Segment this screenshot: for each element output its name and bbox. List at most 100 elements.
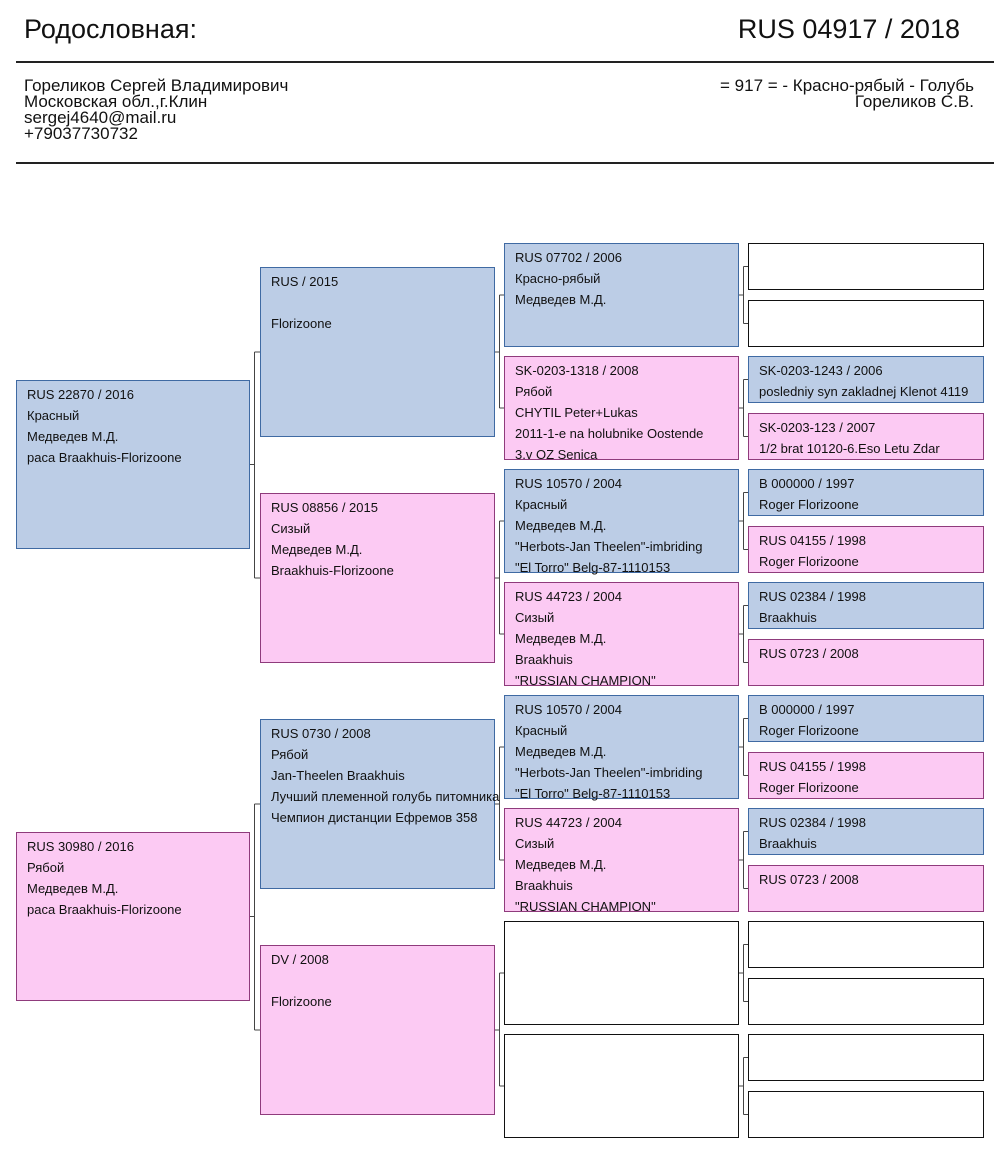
ring-number: RUS 22870 / 2016 [27,387,134,402]
card-line: Красный [515,723,568,738]
card-line: Медведев М.Д. [515,857,607,872]
card-line: "El Torro" Belg-87-1110153 [515,786,671,801]
cock-pedigree-card[interactable]: SK-0203-1243 / 2006 posledniy syn zakladn… [748,356,984,403]
ring-number: RUS 0730 / 2008 [271,726,371,741]
ring-number: RUS 10570 / 2004 [515,702,622,717]
ring-number: RUS 07702 / 2006 [515,250,622,265]
owner-name: Гореликов Сергей Владимирович [24,76,289,95]
card-line: "Herbots-Jan Theelen"-imbriding [515,539,703,554]
ring-number: RUS 08856 / 2015 [271,500,378,515]
ring-number: RUS 02384 / 1998 [759,815,866,830]
card-line: Roger Florizoone [759,554,859,569]
card-line: 2011-1-e na holubnike Oostende [515,426,704,441]
ring-number: RUS 0723 / 2008 [759,646,859,661]
card-line: Florizoone [271,994,332,1009]
ring-number: RUS 0723 / 2008 [759,872,859,887]
card-line: Медведев М.Д. [515,744,607,759]
ring-number: RUS 30980 / 2016 [27,839,134,854]
owner-location: Московская обл.,г.Клин [24,92,208,111]
card-line: Jan-Theelen Braakhuis [271,768,405,783]
empty-pedigree-card[interactable] [748,921,984,968]
empty-pedigree-card[interactable] [748,1034,984,1081]
card-line: Красный [515,497,568,512]
ring-number: DV / 2008 [271,952,329,967]
card-line: Медведев М.Д. [515,518,607,533]
empty-pedigree-card[interactable] [504,921,739,1025]
empty-pedigree-card[interactable] [748,300,984,347]
card-line: Braakhuis [759,610,817,625]
card-line: Медведев М.Д. [515,292,607,307]
ring-number: RUS 04917 / 2018 [737,14,960,44]
card-line: "RUSSIAN CHAMPION" [515,899,656,914]
card-line: Braakhuis [759,836,817,851]
empty-pedigree-card[interactable] [504,1034,739,1138]
card-line: CHYTIL Peter+Lukas [515,405,638,420]
card-line: Лучший племенной голубь питомника [271,789,500,804]
card-line: Roger Florizoone [759,780,859,795]
hen-pedigree-card[interactable]: RUS 0723 / 2008 [748,865,984,912]
page-title: Родословная: [24,14,197,44]
divider-bottom [16,162,994,164]
ring-number: RUS 04155 / 1998 [759,533,866,548]
card-line: Медведев М.Д. [515,631,607,646]
card-line: Красно-рябый [515,271,601,286]
ring-number: B 000000 / 1997 [759,702,855,717]
card-line: Медведев М.Д. [27,881,119,896]
owner-block: Гореликов Сергей Владимирович Московская… [24,76,289,142]
card-line: Рябой [271,747,309,762]
ring-number: RUS / 2015 [271,274,339,289]
ring-number: RUS 44723 / 2004 [515,589,622,604]
card-line: posledniy syn zakladnej Klenot 4119 [759,384,969,399]
hen-pedigree-card[interactable]: RUS 0723 / 2008 [748,639,984,686]
card-line: Красный [27,408,80,423]
ring-number: B 000000 / 1997 [759,476,855,491]
card-line: 3.v OZ Senica [515,447,598,462]
ring-number: RUS 02384 / 1998 [759,589,866,604]
card-line: Чемпион дистанции Ефремов 358 [271,810,478,825]
card-line: Рябой [515,384,553,399]
card-line: "Herbots-Jan Theelen"-imbriding [515,765,703,780]
ring-number: SK-0203-1318 / 2008 [515,363,639,378]
card-line: Сизый [271,521,311,536]
card-line [271,970,494,991]
ring-number: RUS 04155 / 1998 [759,759,866,774]
empty-pedigree-card[interactable] [748,243,984,290]
ring-number: RUS 10570 / 2004 [515,476,622,491]
ring-number: SK-0203-123 / 2007 [759,420,876,435]
bird-breeder: Гореликов С.В. [854,92,974,111]
bird-description: = 917 = - Красно-рябый - Голубь [720,76,974,95]
card-line: Сизый [515,610,555,625]
card-line [271,292,494,313]
bird-info: = 917 = - Красно-рябый - Голубь Горелико… [720,76,974,111]
ring-number: SK-0203-1243 / 2006 [759,363,883,378]
card-line: Медведев М.Д. [271,542,363,557]
card-line: раса Braakhuis-Florizoone [27,450,182,465]
card-line: Braakhuis [515,878,573,893]
card-line: Медведев М.Д. [27,429,119,444]
card-line: Сизый [515,836,555,851]
empty-pedigree-card[interactable] [748,978,984,1025]
divider-top [16,61,994,63]
card-line: Florizoone [271,316,332,331]
empty-pedigree-card[interactable] [748,1091,984,1138]
